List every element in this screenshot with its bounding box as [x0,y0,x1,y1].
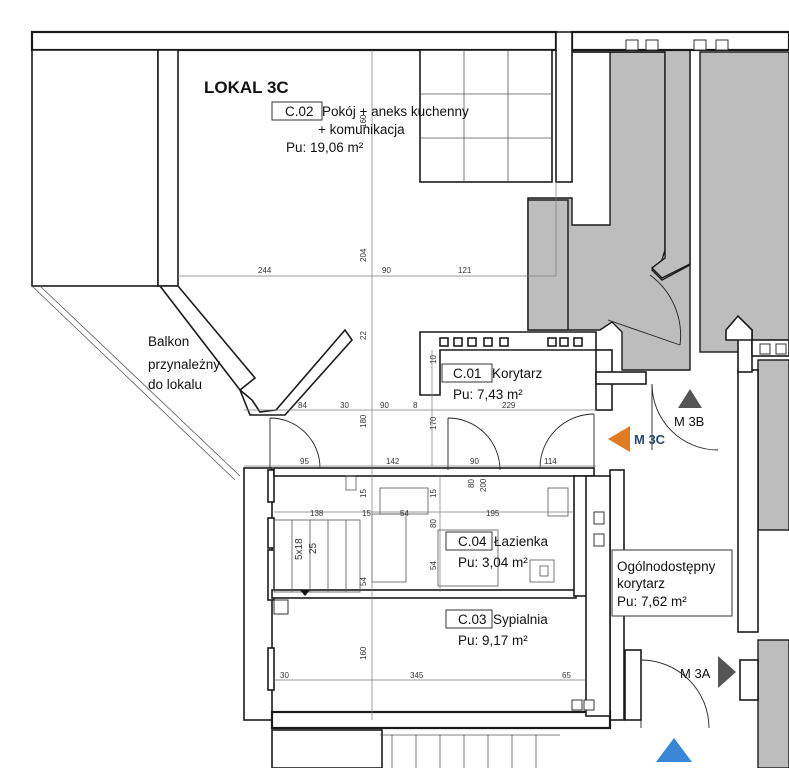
room-c02-area: Pu: 19,06 m² [286,140,364,155]
dim-138: 138 [310,509,324,518]
balcony-line1: Balkon [148,334,189,349]
room-c02-name2: + komunikacja [318,122,405,137]
dim-204: 204 [359,248,368,262]
page-title: LOKAL 3C [204,78,289,97]
marker-m3b-label: M 3B [674,414,704,429]
neighbor-area-gray [527,39,789,768]
dim-15c: 15 [429,489,438,498]
room-c02-name: Pokój + aneks kuchenny [322,104,469,119]
dim-244: 244 [258,266,272,275]
marker-m3c: M 3C [608,426,666,452]
dim-195: 195 [486,509,500,518]
dim-90c: 90 [470,457,479,466]
marker-m3a-label: M 3A [680,666,711,681]
balcony-line3: do lokalu [148,377,202,392]
stairs-depth: 25 [308,542,319,554]
stairs-count: 5x18 [294,538,305,560]
dim-142: 142 [386,457,400,466]
dim-30: 30 [340,401,349,410]
marker-m3c-arrow-icon [608,426,630,452]
room-c04-code: C.04 [458,534,487,549]
dim-80b: 80 [429,519,438,528]
corridor-label: Ogólnodostępny korytarz Pu: 7,62 m² [611,549,733,617]
doors [269,274,719,729]
dim-180: 180 [359,414,368,428]
room-c01-area: Pu: 7,43 m² [453,387,523,402]
dim-65: 65 [562,671,571,680]
bathroom-fixtures [345,475,569,587]
corridor-line1: Ogólnodostępny [617,559,716,574]
marker-m3b-arrow-icon [678,389,702,408]
room-c04-label: C.04 Łazienka Pu: 3,04 m² [445,531,549,570]
room-c03-area: Pu: 9,17 m² [458,633,528,648]
marker-m3a-arrow-icon [718,656,736,688]
dim-160-top: 160 [359,114,368,128]
stairs [273,519,361,615]
room-c03-name: Sypialnia [493,612,548,627]
dim-160: 160 [359,646,368,660]
dim-90: 90 [382,266,391,275]
blue-arrow-icon [656,738,692,762]
marker-m3a: M 3A [680,656,736,688]
dimension-lines [178,50,596,720]
dim-8: 8 [413,401,418,410]
balcony-line2: przynależny [148,357,220,372]
room-c01-label: C.01 Korytarz Pu: 7,43 m² [441,363,543,402]
room-c01-code: C.01 [453,366,482,381]
room-c03-label: C.03 Sypialnia Pu: 9,17 m² [445,609,548,648]
balcony-label: Balkon przynależny do lokalu [148,334,220,392]
marker-m3c-label: M 3C [634,432,666,447]
walls [30,30,789,768]
room-c02-label: C.02 Pokój + aneks kuchenny + komunikacj… [271,101,469,155]
dim-114: 114 [544,457,557,466]
corridor-line2: korytarz [617,576,665,591]
room-c03-code: C.03 [458,612,487,627]
dim-95: 95 [300,457,309,466]
dim-200: 200 [479,478,488,492]
dim-121: 121 [458,266,472,275]
dim-84: 84 [298,401,307,410]
dim-229: 229 [502,401,516,410]
room-c04-name: Łazienka [494,534,549,549]
dim-10: 10 [429,355,438,364]
dim-30b: 30 [280,671,289,680]
dim-54a: 54 [400,509,409,518]
dim-345: 345 [410,671,424,680]
dim-54b: 54 [429,561,438,570]
dim-80: 80 [467,479,476,488]
dim-15a: 15 [362,509,371,518]
dim-170: 170 [429,416,438,430]
room-c01-name: Korytarz [492,366,543,381]
dimension-labels: 244 90 121 204 22 160 84 30 90 8 229 180… [258,114,571,680]
room-c04-area: Pu: 3,04 m² [458,555,528,570]
dim-15b: 15 [359,489,368,498]
room-c02-code: C.02 [285,104,314,119]
corridor-area: Pu: 7,62 m² [617,594,687,609]
marker-m3b: M 3B [674,389,704,429]
dim-54c: 54 [359,577,368,586]
stairs-label: 5x18 25 [294,538,319,560]
dim-90b: 90 [380,401,389,410]
dim-22: 22 [359,331,368,340]
